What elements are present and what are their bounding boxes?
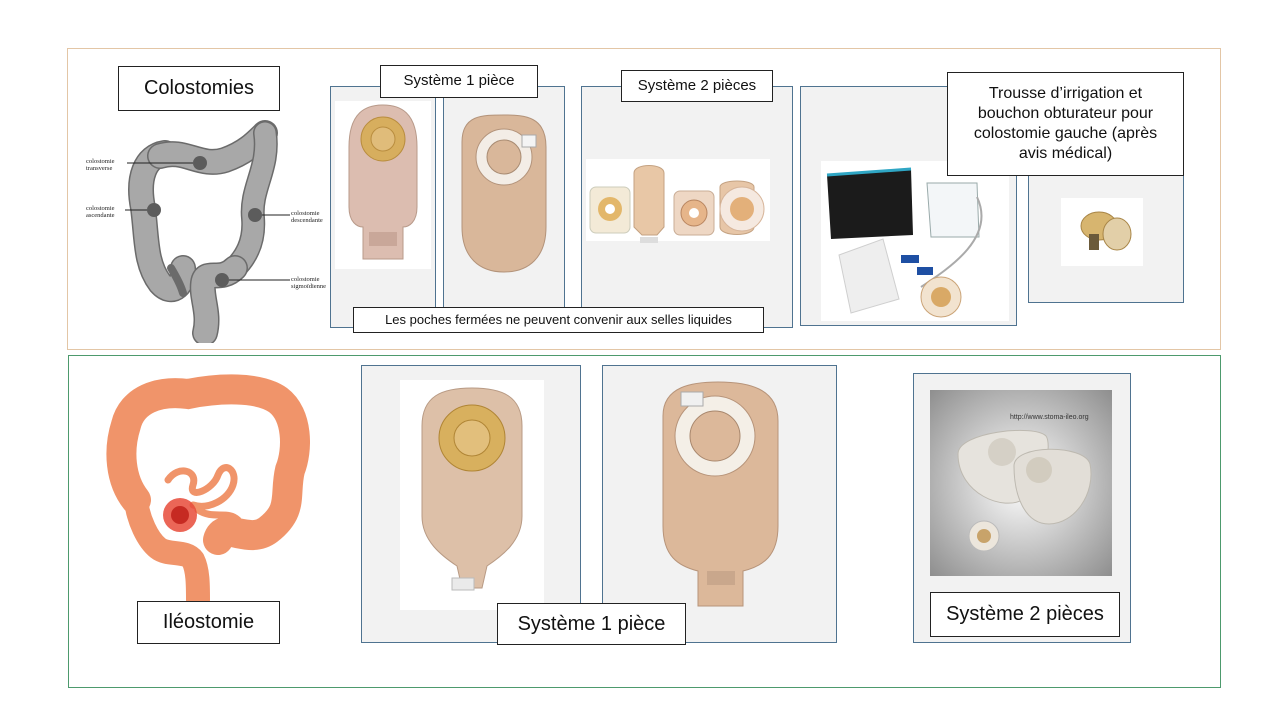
label-sigmoid: colostomie sigmoïdienne bbox=[291, 276, 327, 291]
obturator-plug-frame bbox=[1028, 175, 1184, 303]
ileostomy-one-piece-frame-left bbox=[361, 365, 581, 643]
colostomy-two-piece-frame bbox=[581, 86, 793, 328]
closed-pouch-note: Les poches fermées ne peuvent convenir a… bbox=[353, 307, 764, 333]
ileostomy-one-piece-label: Système 1 pièce bbox=[497, 603, 686, 645]
colostomy-one-piece-frame-left bbox=[330, 86, 436, 328]
intestine-illustration bbox=[98, 370, 310, 605]
ileostomy-two-piece-label: Système 2 pièces bbox=[930, 592, 1120, 637]
ileostomy-section bbox=[68, 355, 1221, 688]
colostomy-one-piece-label: Système 1 pièce bbox=[380, 65, 538, 98]
colostomy-two-piece-label: Système 2 pièces bbox=[621, 70, 773, 102]
label-transverse: colostomie transverse bbox=[86, 158, 115, 173]
colostomy-title: Colostomies bbox=[118, 66, 280, 111]
stoma-ileo-caption: http://www.stoma-ileo.org bbox=[1010, 414, 1089, 421]
colostomy-one-piece-frame-right bbox=[443, 86, 565, 328]
ileostomy-two-piece-frame bbox=[913, 373, 1131, 643]
label-descending: colostomie descendante bbox=[291, 210, 323, 225]
colostomy-section bbox=[67, 48, 1221, 350]
colon-diagram bbox=[85, 118, 335, 343]
ileostomy-title: Iléostomie bbox=[137, 601, 280, 644]
label-ascending: colostomie ascendante bbox=[86, 205, 115, 220]
irrigation-label: Trousse d’irrigation et bouchon obturate… bbox=[947, 72, 1184, 176]
irrigation-kit-frame bbox=[800, 86, 1017, 326]
ileostomy-one-piece-frame-right bbox=[602, 365, 837, 643]
